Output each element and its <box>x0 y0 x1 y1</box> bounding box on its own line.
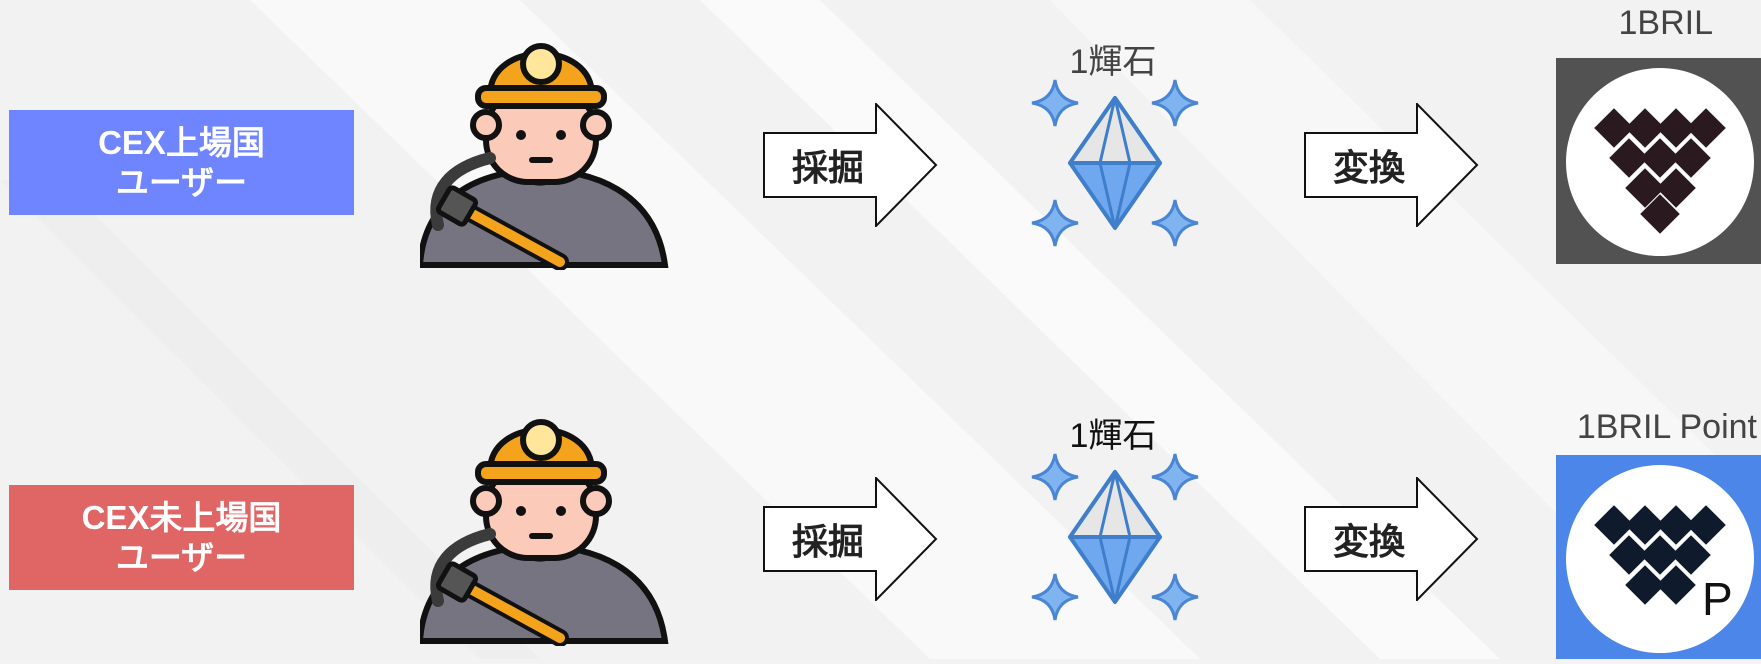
bril-logo-icon <box>1566 68 1754 256</box>
gem-icon <box>1031 79 1199 247</box>
gem-icon <box>1031 453 1199 621</box>
token-label: 1BRIL Point <box>1576 408 1757 446</box>
user-box-cex-listed: CEX上場国 ユーザー <box>9 110 354 215</box>
gem-label: 1輝石 <box>1069 417 1157 455</box>
convert-label: 変換 <box>1332 521 1405 562</box>
token-label: 1BRIL <box>1618 4 1714 42</box>
mine-label: 採掘 <box>791 521 864 562</box>
user-box-cex-unlisted: CEX未上場国 ユーザー <box>9 485 354 590</box>
mine-arrow: 採掘 <box>763 477 939 601</box>
convert-label: 変換 <box>1332 147 1405 188</box>
miner-icon <box>420 43 669 270</box>
mine-label: 採掘 <box>791 147 864 188</box>
mine-arrow: 採掘 <box>763 103 939 227</box>
gem-label: 1輝石 <box>1069 43 1157 81</box>
convert-arrow: 変換 <box>1304 477 1480 601</box>
token-panel-bril-point: P <box>1556 455 1761 659</box>
token-panel-bril <box>1556 58 1761 264</box>
bril-point-logo-icon: P <box>1566 465 1754 653</box>
point-mark: P <box>1702 573 1733 625</box>
miner-icon <box>420 419 669 646</box>
convert-arrow: 変換 <box>1304 103 1480 227</box>
